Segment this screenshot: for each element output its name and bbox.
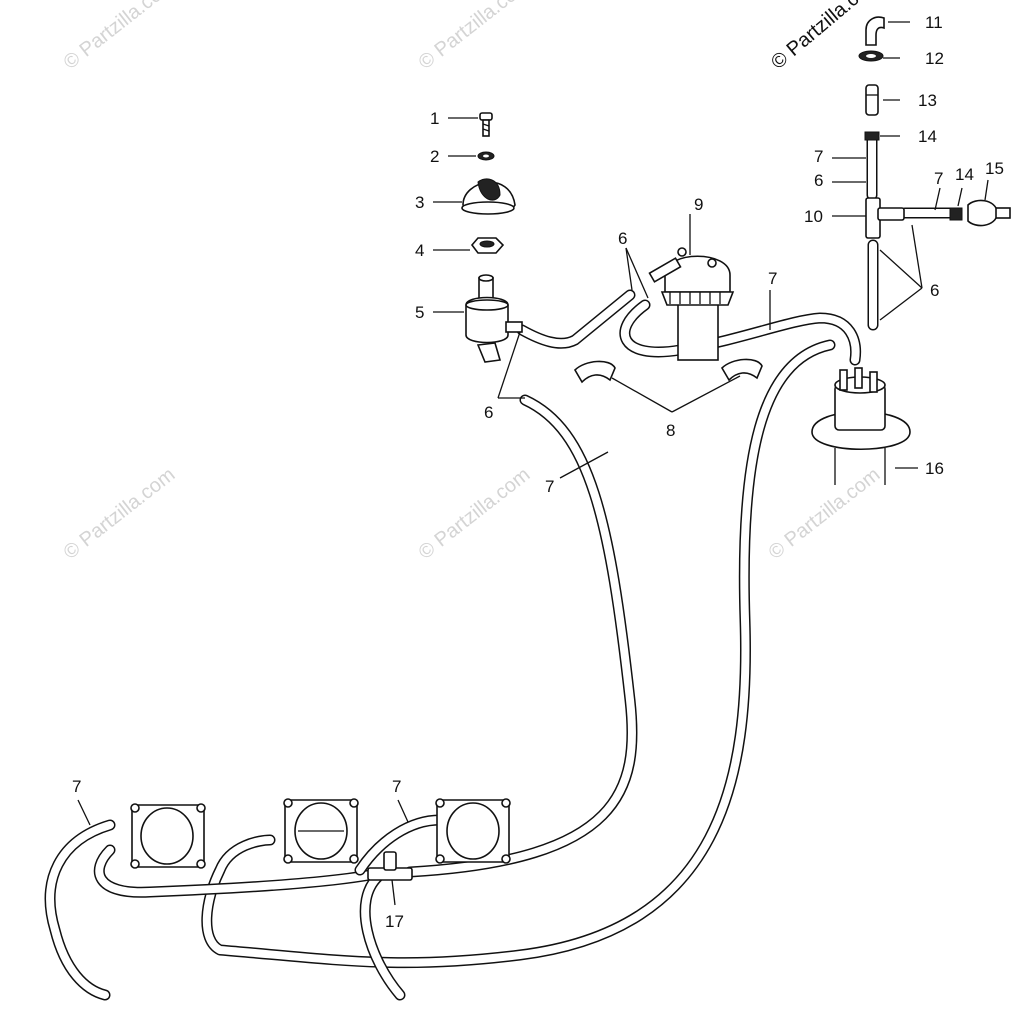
callout-6: 6 xyxy=(930,281,939,300)
tee-fitting-part xyxy=(865,197,905,239)
washer-part xyxy=(477,151,495,161)
knob-part xyxy=(461,178,516,215)
callout-5: 5 xyxy=(415,303,424,322)
watermark: © Partzilla.com xyxy=(415,0,535,74)
callout-12: 12 xyxy=(925,49,944,68)
callout-6: 6 xyxy=(814,171,823,190)
callout-9: 9 xyxy=(694,195,703,214)
vent-clamp-part xyxy=(864,131,963,221)
carburetor-right xyxy=(435,798,511,864)
carb-tee-part xyxy=(367,851,413,881)
callout-7: 7 xyxy=(545,477,554,496)
watermark: © Partzilla.com xyxy=(60,464,180,564)
check-valve-part xyxy=(967,199,1011,227)
elbow-part xyxy=(865,16,885,46)
watermark: © Partzilla.com xyxy=(415,464,535,564)
fuel-filter-part xyxy=(648,247,735,361)
callout-13: 13 xyxy=(918,91,937,110)
callout-6: 6 xyxy=(484,403,493,422)
tank-fitting-part xyxy=(811,367,911,485)
callout-16: 16 xyxy=(925,459,944,478)
callout-14: 14 xyxy=(955,165,974,184)
callout-6: 6 xyxy=(618,229,627,248)
clip-part xyxy=(858,50,884,62)
screw-part xyxy=(479,112,493,137)
watermark-group: © Partzilla.com © Partzilla.com © Partzi… xyxy=(60,0,885,564)
callout-17: 17 xyxy=(385,912,404,931)
callout-10: 10 xyxy=(804,207,823,226)
callout-7: 7 xyxy=(392,777,401,796)
callout-7: 7 xyxy=(814,147,823,166)
callout-8: 8 xyxy=(666,421,675,440)
watermark: © Partzilla.com xyxy=(60,0,180,74)
callout-2: 2 xyxy=(430,147,439,166)
callout-1: 1 xyxy=(430,109,439,128)
hose-group xyxy=(44,134,961,1001)
callout-7: 7 xyxy=(768,269,777,288)
callout-15: 15 xyxy=(985,159,1004,178)
callout-11: 11 xyxy=(925,13,943,32)
carburetor-left xyxy=(130,803,206,869)
hose-tank-to-carb xyxy=(201,339,836,969)
hose-clamp-part xyxy=(573,358,763,384)
callout-4: 4 xyxy=(415,241,424,260)
callout-3: 3 xyxy=(415,193,424,212)
nut-part xyxy=(470,237,505,254)
leader-lines xyxy=(77,21,989,906)
callout-7: 7 xyxy=(934,169,943,188)
callout-group: 1 2 3 4 5 6 6 6 6 7 7 7 7 7 7 8 9 10 11 … xyxy=(72,13,1004,931)
fitting-part xyxy=(865,84,879,116)
callout-7: 7 xyxy=(72,777,81,796)
callout-14: 14 xyxy=(918,127,937,146)
fuel-valve-part xyxy=(465,274,523,363)
hose-left-tail xyxy=(44,819,116,1001)
carburetor-center xyxy=(283,798,359,864)
watermark: © Partzilla.com xyxy=(765,464,885,564)
